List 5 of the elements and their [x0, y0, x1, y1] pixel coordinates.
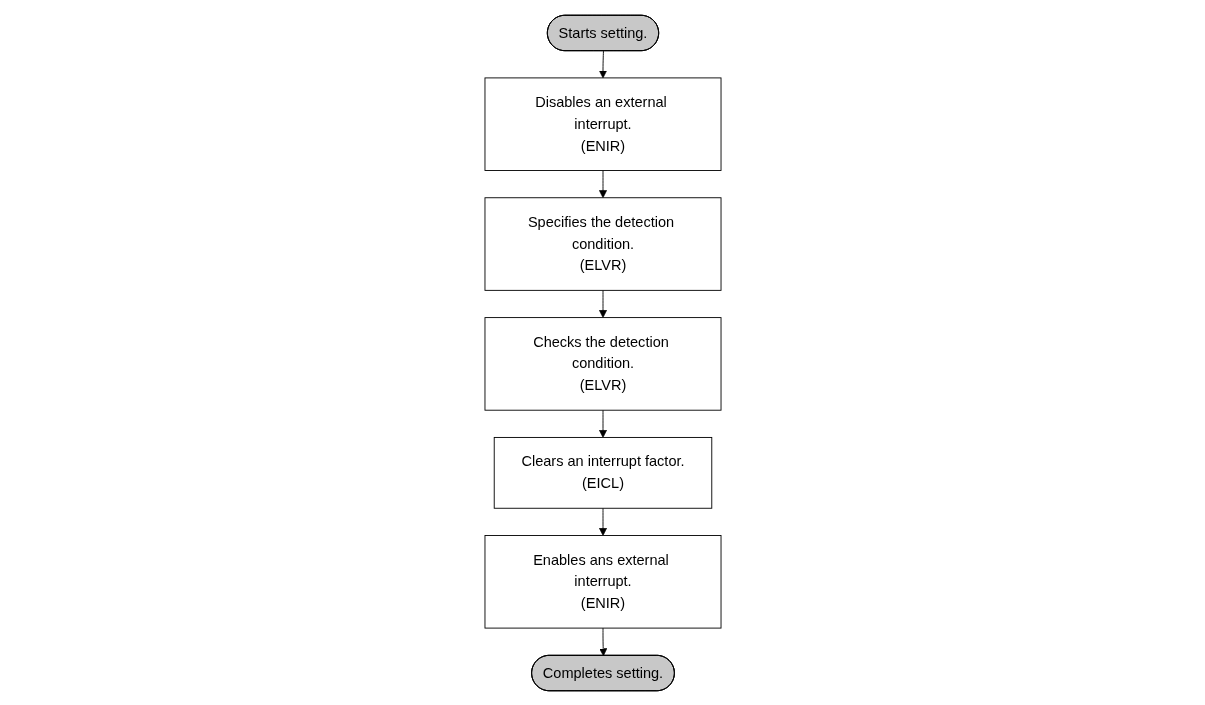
node-box: Clears an interrupt factor. (EICL): [493, 436, 712, 509]
node-box: Checks the detection condition. (ELVR): [484, 316, 721, 411]
node-box: Enables ans external interrupt. (ENIR): [484, 534, 721, 629]
node-box: Specifies the detection condition. (ELVR): [484, 196, 721, 291]
node-box: Disables an external interrupt. (ENIR): [484, 76, 721, 171]
